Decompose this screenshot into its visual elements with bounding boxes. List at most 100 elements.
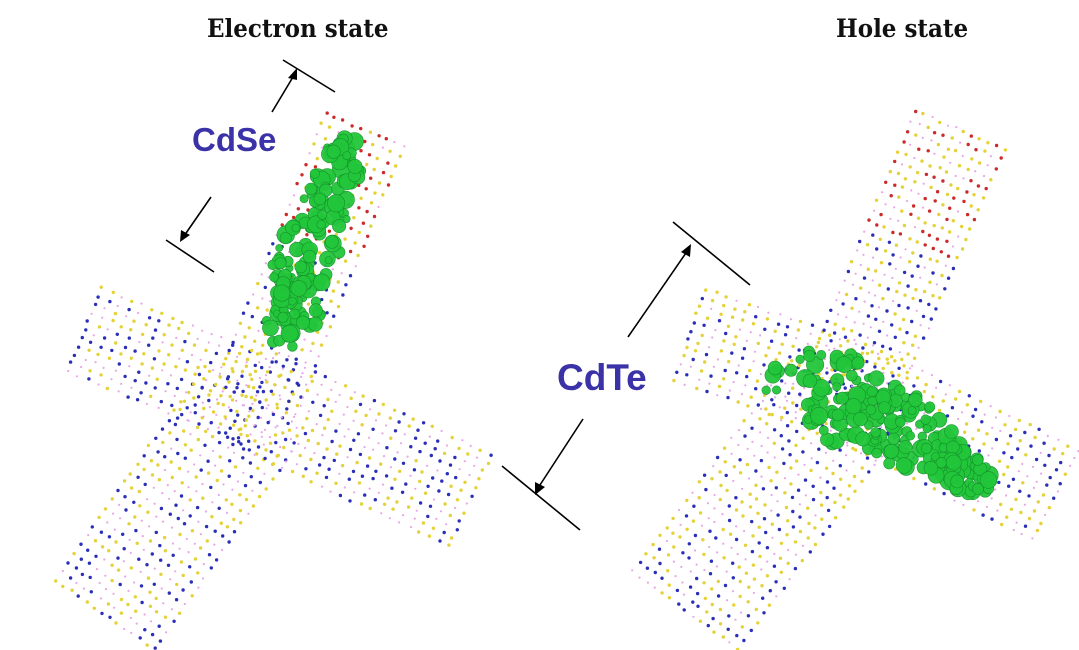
atom-dot	[743, 529, 746, 533]
atom-dot	[726, 324, 731, 328]
atom-dot	[767, 603, 772, 607]
atom-dot	[187, 470, 190, 473]
atom-dot	[243, 335, 247, 339]
atom-dot	[917, 147, 921, 151]
atom-dot	[445, 444, 449, 447]
atom-dot	[404, 482, 408, 486]
atom-dot	[941, 179, 945, 183]
atom-dot	[182, 399, 187, 403]
atom-dot	[798, 392, 802, 396]
atom-dot	[968, 227, 972, 231]
atom-dot	[838, 344, 843, 348]
atom-dot	[235, 399, 238, 402]
atom-dot	[1061, 451, 1065, 456]
atom-dot	[465, 502, 468, 505]
atom-dot	[895, 289, 899, 294]
atom-dot	[772, 428, 777, 432]
atom-dot	[1047, 453, 1051, 458]
atom-dot	[791, 344, 795, 348]
atom-dot	[911, 251, 915, 255]
atom-dot	[970, 157, 974, 161]
atom-dot	[1057, 438, 1060, 441]
atom-dot	[245, 361, 248, 364]
atom-dot	[743, 310, 747, 314]
atom-dot	[391, 507, 395, 511]
atom-dot	[1004, 494, 1008, 497]
atom-dot	[671, 516, 675, 521]
atom-dot	[900, 209, 904, 213]
atom-dot	[393, 164, 398, 168]
atom-dot	[689, 570, 692, 573]
atom-dot	[710, 307, 713, 310]
atom-dot	[954, 397, 958, 401]
atom-dot	[277, 374, 281, 378]
atom-dot	[241, 456, 245, 460]
atom-dot	[865, 351, 870, 356]
atom-dot	[964, 422, 969, 426]
atom-dot	[926, 149, 930, 153]
atom-dot	[274, 352, 278, 356]
atom-dot	[908, 260, 912, 264]
atom-dot	[300, 348, 304, 352]
atom-dot	[158, 543, 162, 548]
atom-dot	[932, 175, 936, 179]
atom-dot	[112, 512, 115, 515]
atom-dot	[804, 494, 808, 497]
atom-dot	[894, 267, 897, 270]
atom-dot	[303, 366, 306, 369]
atom-dot	[1034, 457, 1039, 462]
atom-dot	[265, 370, 270, 374]
atom-dot	[740, 356, 745, 360]
atom-dot	[470, 494, 474, 498]
atom-dot	[726, 599, 729, 602]
atom-dot	[249, 475, 253, 479]
atom-dot	[353, 491, 356, 494]
atom-dot	[202, 563, 205, 566]
atom-dot	[725, 570, 728, 573]
atom-dot	[153, 502, 156, 505]
atom-dot	[977, 137, 981, 141]
atom-dot	[986, 141, 990, 145]
atom-dot	[381, 483, 385, 486]
atom-dot	[712, 365, 716, 368]
atom-dot	[897, 366, 901, 370]
atom-dot	[930, 374, 934, 377]
atom-dot	[716, 394, 719, 397]
atom-dot	[398, 154, 402, 158]
atom-dot	[997, 459, 1002, 463]
atom-dot	[890, 370, 894, 375]
atom-dot	[134, 609, 138, 613]
atom-dot	[438, 459, 442, 463]
atom-dot	[941, 399, 945, 403]
atom-dot	[253, 339, 257, 343]
atom-dot	[431, 476, 435, 480]
atom-dot	[139, 570, 142, 573]
atom-dot	[708, 382, 711, 385]
atom-dot	[111, 318, 115, 323]
atom-dot	[851, 283, 855, 286]
atom-dot	[150, 308, 154, 312]
atom-dot	[251, 504, 256, 508]
atom-dot	[908, 237, 912, 241]
atom-dot	[93, 539, 98, 543]
atom-dot	[713, 493, 716, 497]
atom-dot	[931, 294, 935, 298]
atom-dot	[1002, 472, 1006, 477]
atom-dot	[260, 365, 264, 370]
atom-dot	[796, 488, 801, 492]
atom-dot	[235, 386, 239, 390]
atom-dot	[697, 480, 701, 484]
atom-dot	[359, 149, 363, 153]
atom-dot	[741, 487, 744, 490]
atom-dot	[700, 524, 704, 527]
atom-dot	[788, 578, 791, 581]
atom-dot	[398, 521, 401, 524]
atom-dot	[1017, 470, 1021, 473]
atom-dot	[704, 352, 709, 357]
atom-dot	[183, 339, 187, 344]
atom-dot	[822, 328, 826, 332]
atom-dot	[912, 356, 917, 360]
atom-dot	[866, 336, 869, 339]
atom-dot	[114, 540, 118, 544]
atom-dot	[294, 362, 298, 366]
